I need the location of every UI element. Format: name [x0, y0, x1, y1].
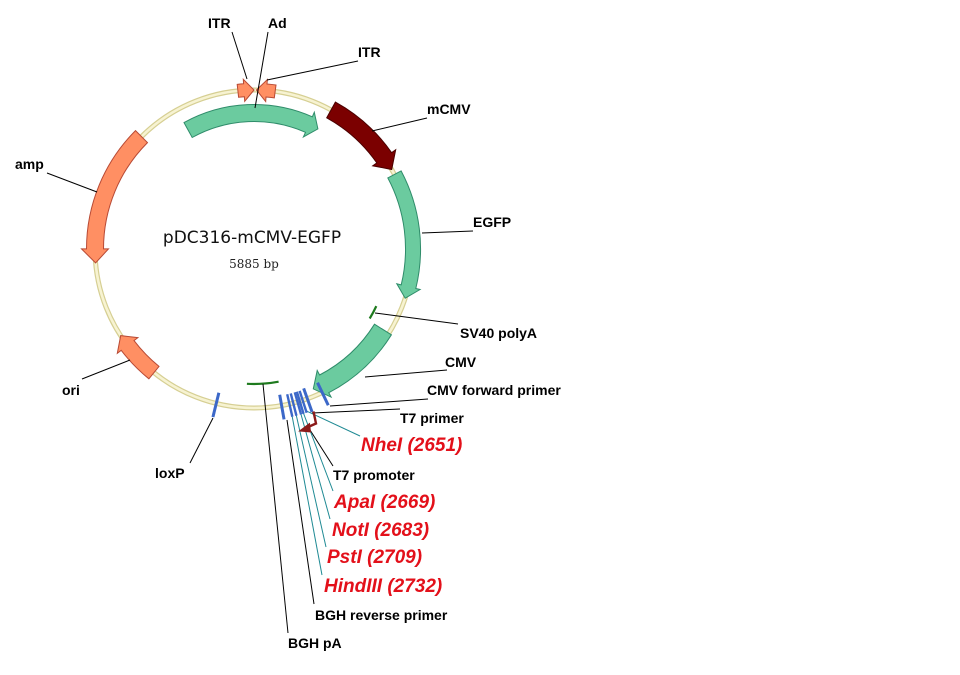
- label-site-nhei: NheI (2651): [361, 435, 462, 456]
- feature-tick-cmv-forward-primer: [316, 382, 330, 406]
- leader-itr-left: [231, 31, 248, 80]
- leader-amp: [46, 172, 98, 193]
- feature-arrow-egfp: [387, 170, 422, 299]
- leader-mcmv: [371, 117, 428, 132]
- feature-arrow-t7-promoter: [298, 411, 318, 433]
- leader-egfp: [421, 230, 474, 234]
- label-mcmv: mCMV: [427, 101, 471, 117]
- leader-bgh-pa: [262, 383, 289, 634]
- label-egfp: EGFP: [473, 214, 511, 230]
- leader-lines: [46, 31, 474, 634]
- label-cmv: CMV: [445, 354, 477, 370]
- label-sv40-polya: SV40 polyA: [460, 325, 537, 341]
- leader-ad: [254, 31, 269, 109]
- feature-tick-bgh-reverse-primer: [278, 394, 286, 420]
- label-bgh-reverse-primer: BGH reverse primer: [315, 607, 448, 623]
- label-cmv-forward-primer: CMV forward primer: [427, 382, 561, 398]
- label-amp: amp: [15, 156, 44, 172]
- feature-arrow-cmv: [312, 323, 393, 399]
- feature-line-bgh-pa: [246, 380, 279, 386]
- t7-promoter-arrowhead: [298, 422, 312, 433]
- leader-site-psti: [295, 413, 327, 548]
- feature-tick-t7-primer: [302, 387, 314, 413]
- plasmid-name: pDC316-mCMV-EGFP: [163, 228, 341, 248]
- leader-bgh-reverse-primer: [286, 419, 315, 605]
- label-bgh-pa: BGH pA: [288, 635, 342, 651]
- leader-sv40-polya: [374, 312, 459, 325]
- label-loxp: loxP: [155, 465, 185, 481]
- feature-arrows: [80, 78, 422, 399]
- feature-tick-loxp: [211, 392, 221, 418]
- feature-arrow-itr-right: [255, 78, 277, 103]
- label-t7-primer: T7 primer: [400, 410, 464, 426]
- feature-arrow-mcmv: [326, 101, 397, 171]
- leader-cmv-forward-primer: [329, 398, 429, 407]
- feature-arrow-ad: [183, 104, 319, 139]
- label-ori: ori: [62, 382, 80, 398]
- feature-arrow-itr-left: [236, 78, 255, 103]
- feature-ticks: [211, 382, 330, 420]
- label-site-hindiii: HindIII (2732): [324, 576, 442, 597]
- leader-loxp: [189, 417, 214, 464]
- label-itr-left: ITR: [208, 15, 231, 31]
- feature-arrow-amp: [80, 129, 149, 264]
- plasmid-size: 5885 bp: [229, 257, 279, 271]
- leader-site-apai: [302, 411, 334, 492]
- site-tick-psti: [289, 393, 298, 416]
- leader-t7-primer: [311, 408, 401, 414]
- label-site-noti: NotI (2683): [332, 520, 429, 541]
- leader-cmv: [364, 369, 448, 378]
- site-tick-apai: [295, 391, 305, 415]
- site-tick-nhei: [298, 390, 308, 414]
- label-itr-right: ITR: [358, 44, 381, 60]
- leader-t7-promoter: [309, 429, 334, 467]
- label-site-psti: PstI (2709): [327, 547, 422, 568]
- feature-lines: [246, 305, 378, 386]
- label-ad: Ad: [268, 15, 287, 31]
- leader-ori: [81, 359, 131, 380]
- feature-arrow-ori: [116, 335, 160, 380]
- site-tick-noti: [293, 391, 303, 415]
- site-tick-hindiii: [286, 393, 294, 417]
- label-site-apai: ApaI (2669): [333, 492, 435, 513]
- label-t7-promoter: T7 promoter: [333, 467, 415, 483]
- feature-line-sv40-polya: [368, 305, 378, 320]
- leader-site-hindiii: [291, 414, 323, 576]
- leader-itr-right: [266, 60, 359, 81]
